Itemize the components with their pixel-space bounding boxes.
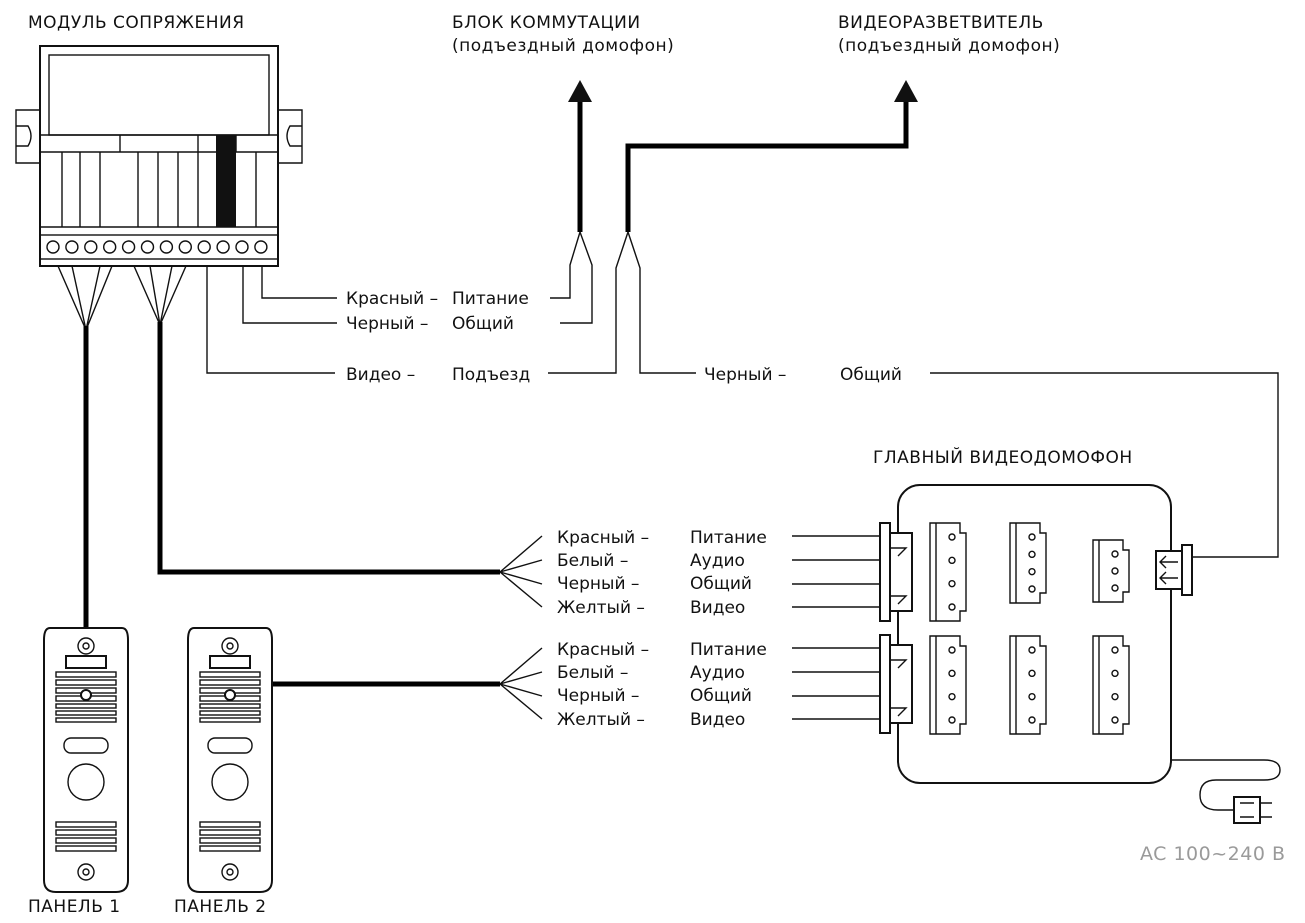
wire-black-label: Черный – <box>346 314 428 334</box>
bundle-wire-function: Общий <box>690 686 752 706</box>
terminal-screw-icon <box>235 240 249 254</box>
connector-icon <box>929 522 967 622</box>
switch-block-title: БЛОК КОММУТАЦИИ <box>452 13 641 33</box>
bundle-wire-color: Белый – <box>557 551 628 571</box>
switch-block-cable <box>550 80 593 324</box>
bundle-wire-color: Желтый – <box>557 598 645 618</box>
wire-video-function: Подъезд <box>452 365 530 385</box>
wire-red-function: Питание <box>452 289 529 309</box>
terminal-screw-icon <box>121 240 136 254</box>
bundle-wire-function: Видео <box>690 710 745 730</box>
bundle-wire-function: Питание <box>690 640 767 660</box>
interface-module <box>15 45 303 267</box>
call-button-icon <box>211 763 249 801</box>
module-title: МОДУЛЬ СОПРЯЖЕНИЯ <box>28 13 245 33</box>
connector-icon <box>1092 635 1130 735</box>
switch-block-subtitle: (подъездный домофон) <box>452 36 674 56</box>
terminal-screw-icon <box>159 240 174 254</box>
terminal-screw-icon <box>140 240 155 254</box>
terminal-screw-icon <box>216 240 230 254</box>
splitter-subtitle: (подъездный домофон) <box>838 36 1060 56</box>
terminal-screw-icon <box>46 240 60 254</box>
wire-black-function: Общий <box>452 314 514 334</box>
bundle-wire-function: Аудио <box>690 663 745 683</box>
bundle-wire-function: Видео <box>690 598 745 618</box>
panel-cables <box>83 322 880 720</box>
wire-red-label: Красный – <box>346 289 438 309</box>
splitter-title: ВИДЕОРАЗВЕТВИТЕЛЬ <box>838 13 1044 33</box>
bundle-wire-color: Желтый – <box>557 710 645 730</box>
bundle-wire-function: Питание <box>690 528 767 548</box>
bundle-wire-function: Общий <box>690 574 752 594</box>
splitter-black-label: Черный – <box>704 365 786 385</box>
splitter-cable <box>548 80 1279 558</box>
power-label: AC 100~240 В <box>1140 843 1286 865</box>
arrow-up-icon <box>568 80 592 102</box>
main-monitor-title: ГЛАВНЫЙ ВИДЕОДОМОФОН <box>873 446 1133 468</box>
wire-video-label: Видео – <box>346 365 415 385</box>
terminal-screw-icon <box>254 240 268 254</box>
bundle-wire-color: Черный – <box>557 574 639 594</box>
door-panel <box>187 627 273 893</box>
bundle-wire-function: Аудио <box>690 551 745 571</box>
bundle-wire-color: Красный – <box>557 528 649 548</box>
connector-icon <box>1009 635 1047 735</box>
door-panel <box>43 627 129 893</box>
panel1-label: ПАНЕЛЬ 1 <box>28 897 121 917</box>
connector-icon <box>1092 539 1130 603</box>
terminal-screw-icon <box>65 240 79 254</box>
terminal-screw-icon <box>84 240 98 254</box>
plug-icon <box>1233 796 1261 824</box>
bundle-wire-color: Красный – <box>557 640 649 660</box>
arrow-up-icon <box>894 80 918 102</box>
terminal-screw-icon <box>197 240 211 254</box>
terminal-screw-icon <box>178 240 193 254</box>
connector-icon <box>929 635 967 735</box>
panel2-label: ПАНЕЛЬ 2 <box>174 897 267 917</box>
module-wires <box>57 265 337 374</box>
main-monitor <box>879 484 1281 824</box>
bundle-wire-color: Белый – <box>557 663 628 683</box>
bundle-wire-color: Черный – <box>557 686 639 706</box>
call-button-icon <box>67 763 105 801</box>
connector-icon <box>1009 522 1047 604</box>
terminal-screw-icon <box>102 240 117 254</box>
splitter-black-function: Общий <box>840 365 902 385</box>
